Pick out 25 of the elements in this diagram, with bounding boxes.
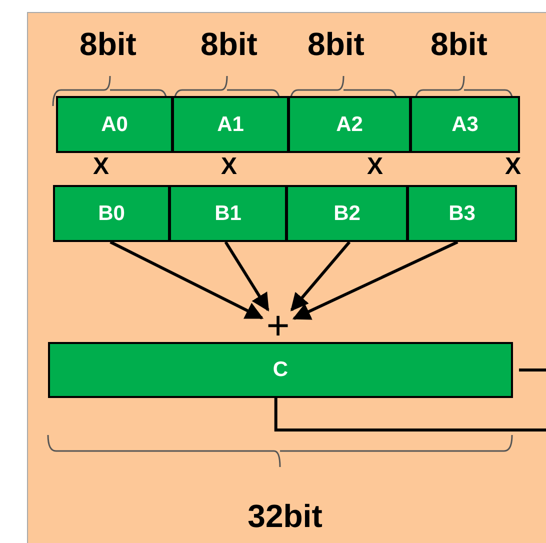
- register-cell: B0: [53, 185, 170, 242]
- bit-width-label: 8bit: [430, 28, 488, 60]
- register-cell: A1: [172, 96, 289, 153]
- register-cell: B3: [407, 185, 517, 242]
- multiply-sign: X: [221, 155, 237, 179]
- register-cell: A0: [56, 96, 173, 153]
- arrow: [224, 241, 270, 312]
- plus-sign: +: [262, 310, 294, 342]
- bit-width-label: 32bit: [248, 500, 322, 532]
- output-line: [274, 398, 546, 432]
- register-cell: C: [48, 342, 513, 398]
- bit-width-label: 8bit: [200, 28, 258, 60]
- multiply-sign: X: [505, 155, 521, 179]
- register-cell: B2: [286, 185, 408, 242]
- register-cell: B1: [169, 185, 287, 242]
- bit-width-label: 8bit: [80, 28, 136, 60]
- register-cell: A3: [410, 96, 520, 153]
- multiply-sign: X: [93, 155, 109, 179]
- arrow: [110, 240, 264, 320]
- arrow: [290, 241, 351, 312]
- arrow: [292, 240, 458, 320]
- register-cell: A2: [288, 96, 411, 153]
- multiply-sign: X: [367, 155, 383, 179]
- bit-width-label: 8bit: [308, 28, 364, 60]
- output-line: [519, 368, 546, 372]
